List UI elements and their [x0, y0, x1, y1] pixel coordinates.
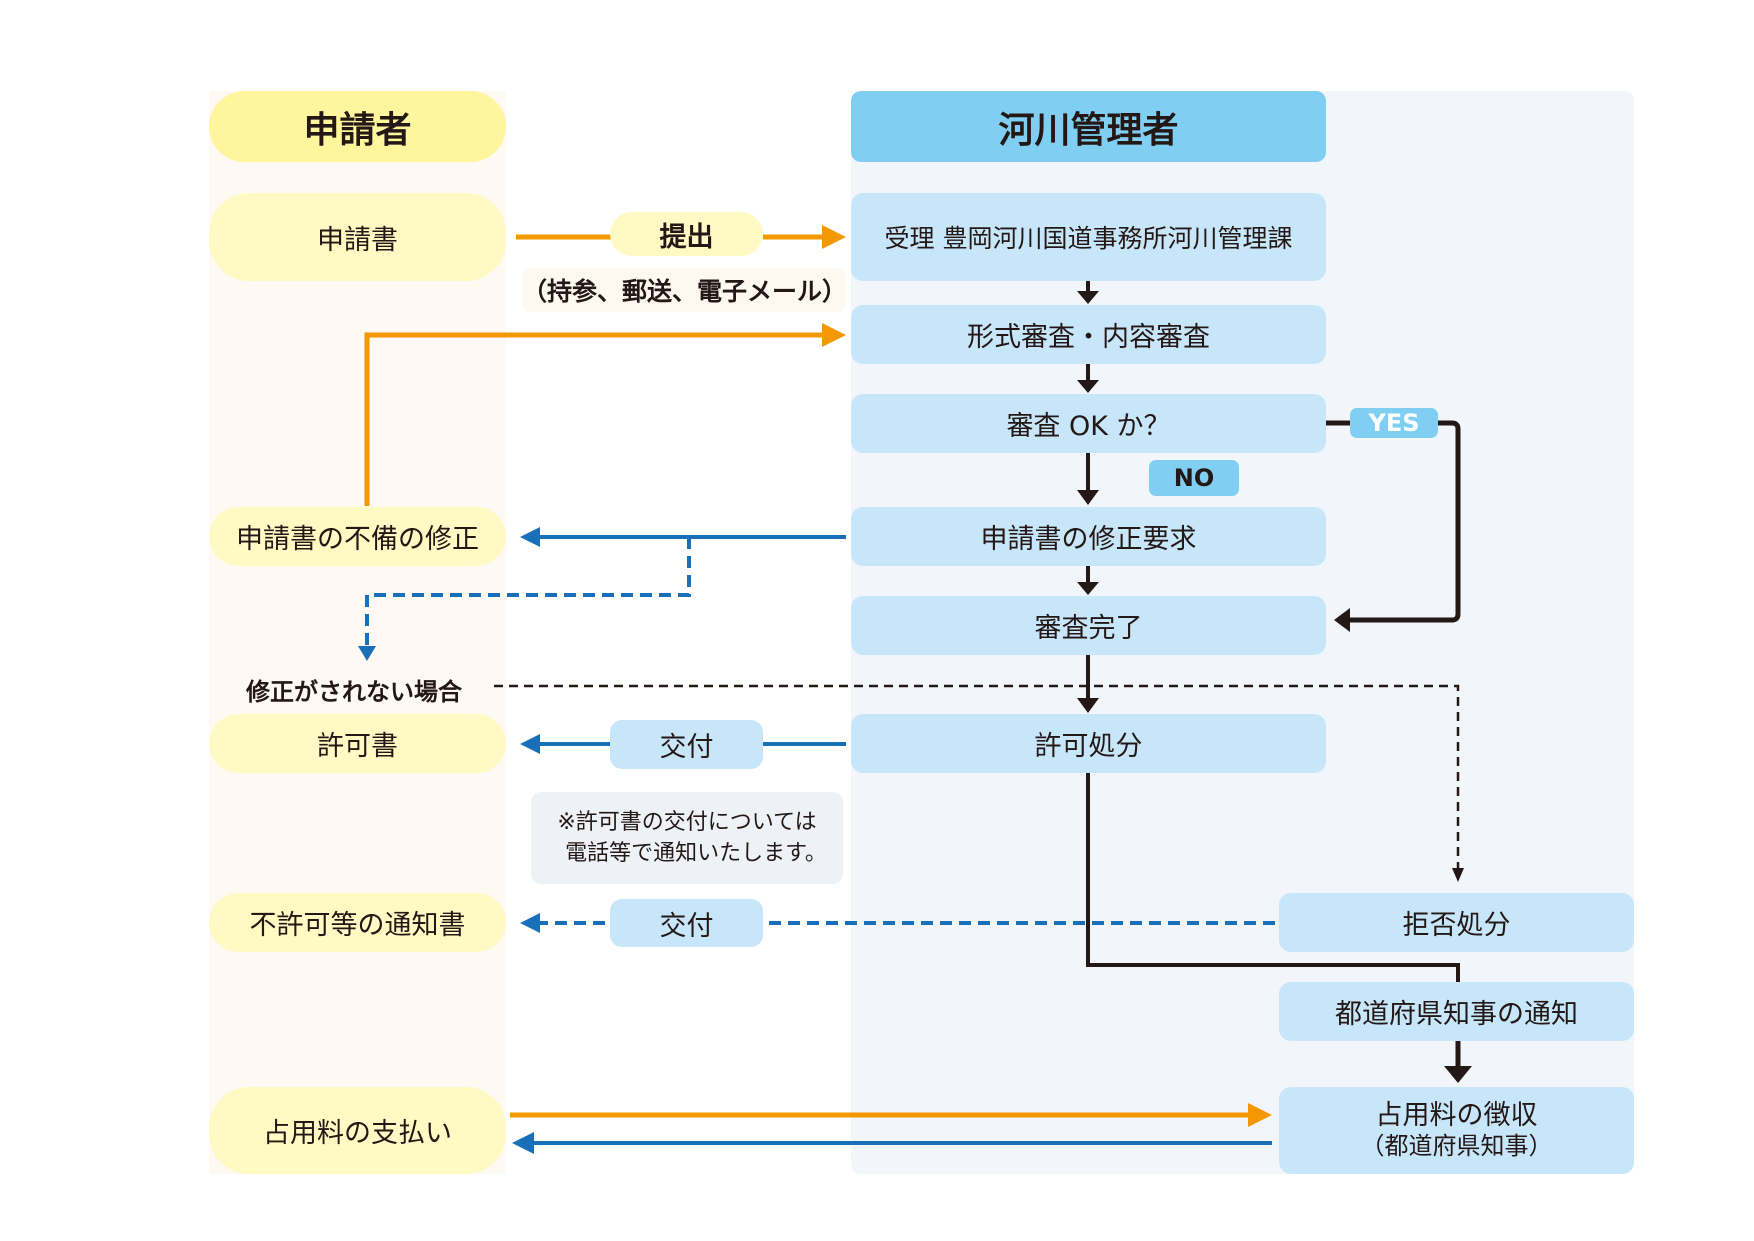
fee-return-arrowhead	[512, 1132, 534, 1154]
delivery-note: ※許可書の交付については 電話等で通知いたします。	[531, 792, 843, 884]
receipt-label: 受理 豊岡河川国道事務所河川管理課	[884, 224, 1293, 253]
arrowhead	[1077, 380, 1099, 393]
rejection-decision-label: 拒否処分	[1402, 910, 1511, 941]
fee-payment-node: 占用料の支払い	[209, 1087, 506, 1174]
governor-notice-label: 都道府県知事の通知	[1335, 999, 1578, 1030]
fee-collection-node: 占用料の徴収 （都道府県知事）	[1279, 1087, 1634, 1174]
fee-collection-label: 占用料の徴収	[1375, 1099, 1538, 1131]
correction-request-label: 申請書の修正要求	[980, 524, 1197, 555]
arrowhead	[1077, 582, 1099, 595]
submit-label-pill: 提出	[610, 212, 763, 256]
rejection-notice-node: 不許可等の通知書	[209, 893, 506, 952]
fix-deficiency-label: 申請書の不備の修正	[236, 524, 479, 555]
fix-deficiency-node: 申請書の不備の修正	[209, 507, 506, 566]
rejection-decision-node: 拒否処分	[1279, 893, 1634, 952]
if-not-fixed-label: 修正がされない場合	[246, 678, 462, 706]
permit-label: 許可書	[317, 731, 398, 762]
arrowhead	[1077, 291, 1099, 304]
rejection-route-dashed	[494, 684, 1460, 870]
permit-decision-label: 許可処分	[1034, 731, 1143, 762]
arrowhead	[1444, 1066, 1472, 1083]
deliver-permit-label: 交付	[659, 732, 714, 763]
application-form-node: 申請書	[209, 193, 506, 281]
deliver-rejection-label: 交付	[659, 910, 714, 942]
applicant-header: 申請者	[209, 91, 506, 162]
review-complete-node: 審査完了	[851, 596, 1326, 655]
deliver-permit-arrowhead	[520, 734, 540, 754]
administrator-header-label: 河川管理者	[998, 109, 1179, 151]
permit-decision-node: 許可処分	[851, 714, 1326, 773]
application-form-label: 申請書	[317, 224, 398, 256]
governor-notice-node: 都道府県知事の通知	[1279, 982, 1634, 1041]
submit-methods: （持参、郵送、電子メール）	[522, 268, 848, 312]
applicant-header-label: 申請者	[303, 109, 412, 151]
correction-request-arrowhead	[520, 527, 540, 547]
rejection-notice-label: 不許可等の通知書	[249, 910, 466, 941]
not-fixed-dashed-line	[365, 537, 691, 648]
fee-payment-label: 占用料の支払い	[263, 1118, 452, 1149]
delivery-note-line1: ※許可書の交付については	[557, 810, 817, 835]
rejection-route-arrowhead	[1452, 868, 1464, 882]
fee-payment-arrowhead	[1248, 1103, 1272, 1127]
permit-to-governor-line	[1086, 773, 1460, 982]
arrowhead	[1077, 490, 1099, 505]
administrator-header: 河川管理者	[851, 91, 1326, 162]
submit-label: 提出	[659, 221, 714, 253]
resubmit-arrowhead	[822, 323, 846, 347]
correction-request-node: 申請書の修正要求	[851, 507, 1326, 566]
delivery-note-line2: 電話等で通知いたします。	[565, 841, 827, 866]
review-ok-decision: 審査 OK か？	[851, 394, 1326, 453]
review-ok-label: 審査 OK か？	[1006, 411, 1171, 442]
fee-collection-sublabel: （都道府県知事）	[1360, 1131, 1553, 1160]
deliver-permit-pill: 交付	[610, 720, 763, 769]
receipt-node: 受理 豊岡河川国道事務所河川管理課	[851, 193, 1326, 281]
yes-badge: YES	[1350, 408, 1438, 438]
yes-branch-arrowhead	[1334, 608, 1350, 632]
deliver-rejection-arrowhead	[520, 913, 540, 933]
yes-label: YES	[1368, 409, 1420, 437]
permit-node: 許可書	[209, 714, 506, 773]
arrowhead	[1077, 698, 1099, 713]
yes-branch-line	[1326, 420, 1461, 623]
review-complete-label: 審査完了	[1034, 613, 1143, 644]
review-node: 形式審査・内容審査	[851, 305, 1326, 364]
deliver-rejection-pill: 交付	[610, 899, 763, 947]
no-badge: NO	[1149, 460, 1239, 496]
not-fixed-arrowhead	[358, 646, 376, 661]
resubmit-arrow	[364, 332, 826, 506]
submit-arrowhead	[822, 225, 846, 249]
submit-methods-label: （持参、郵送、電子メール）	[522, 277, 848, 306]
no-label: NO	[1173, 464, 1215, 492]
review-label: 形式審査・内容審査	[967, 322, 1210, 353]
